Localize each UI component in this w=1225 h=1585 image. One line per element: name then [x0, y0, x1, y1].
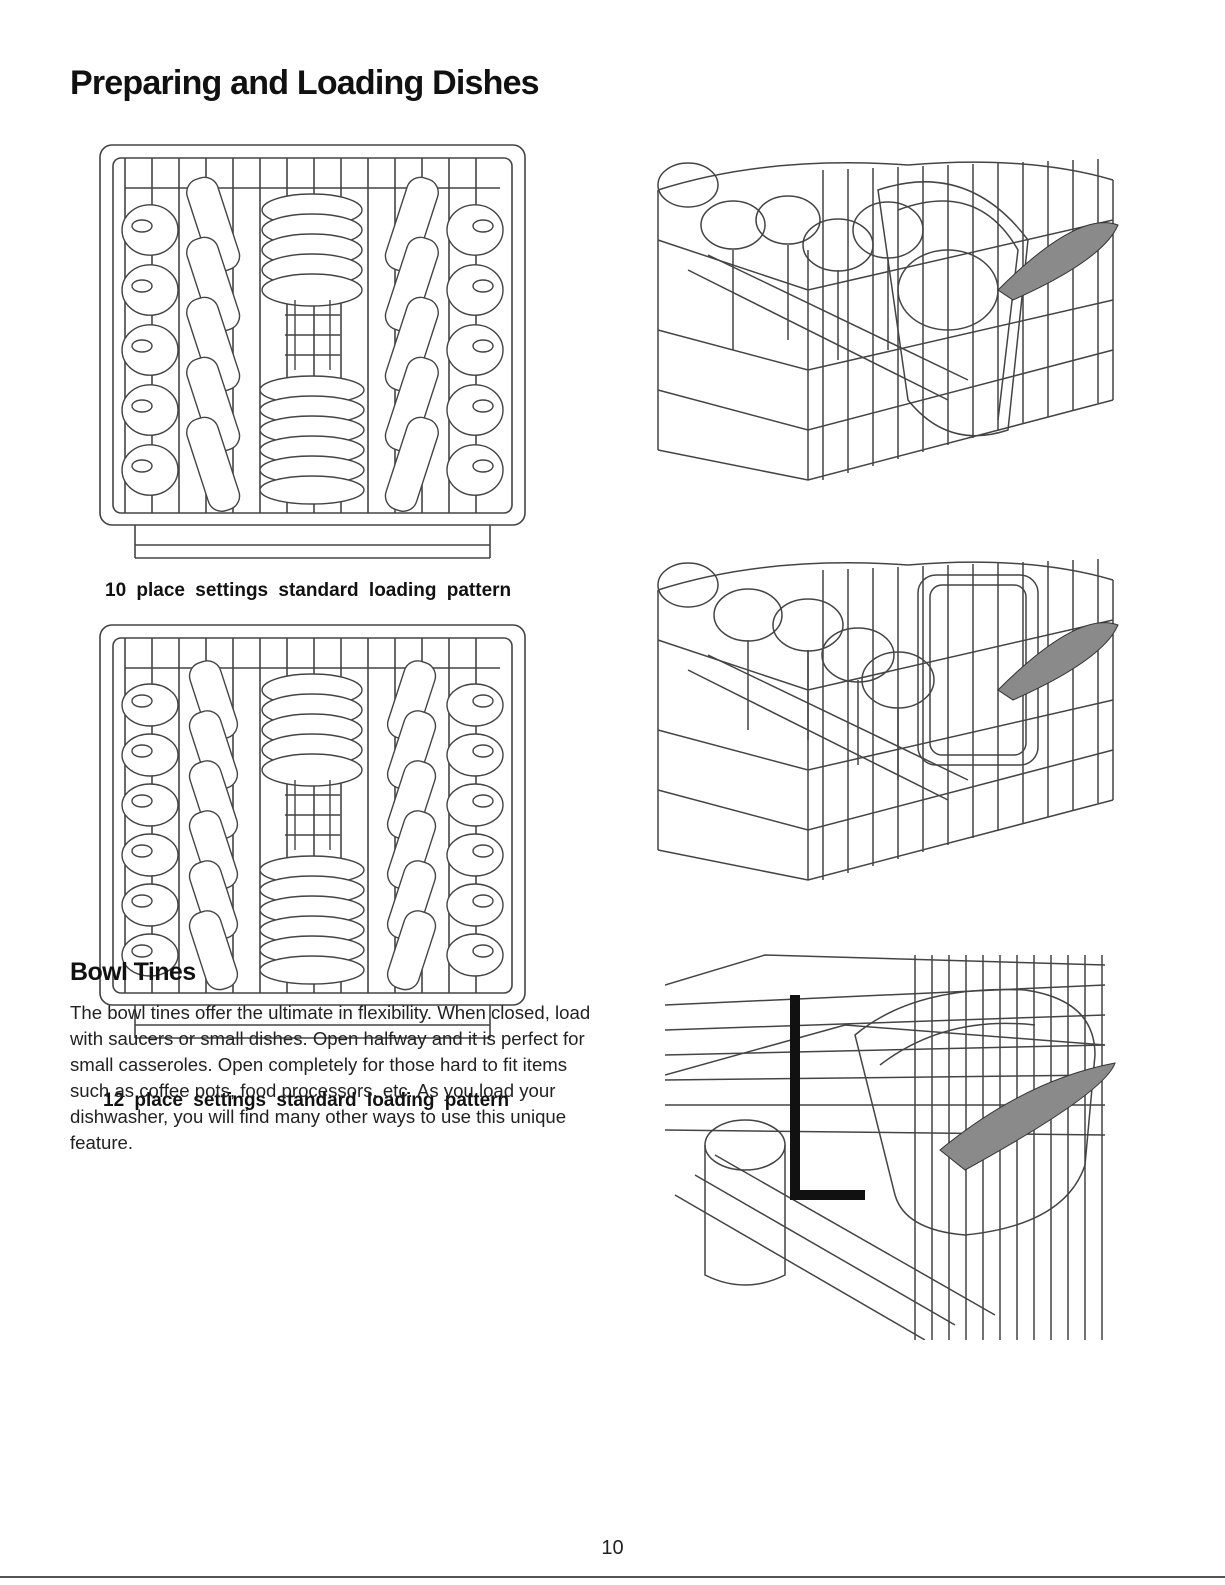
bowl — [260, 956, 364, 984]
saucer — [262, 274, 362, 306]
bowl-tines-illustration — [665, 945, 1125, 1340]
rack-10-caption: 10 place settings standard loading patte… — [105, 580, 511, 602]
stemware-rack-illustration-1 — [648, 150, 1123, 495]
section-heading-bowl-tines: Bowl Tines — [70, 958, 196, 987]
rack-10-place-illustration — [95, 140, 530, 565]
bowl-tines-description: The bowl tines offer the ultimate in fle… — [70, 1000, 610, 1156]
page-number: 10 — [0, 1537, 1225, 1560]
bottom-rule — [0, 1576, 1225, 1578]
stemware-rack-illustration-2 — [648, 550, 1123, 895]
bowl — [260, 476, 364, 504]
page-title: Preparing and Loading Dishes — [70, 64, 539, 103]
tines — [285, 300, 340, 370]
saucer — [262, 754, 362, 786]
tines — [285, 780, 340, 850]
